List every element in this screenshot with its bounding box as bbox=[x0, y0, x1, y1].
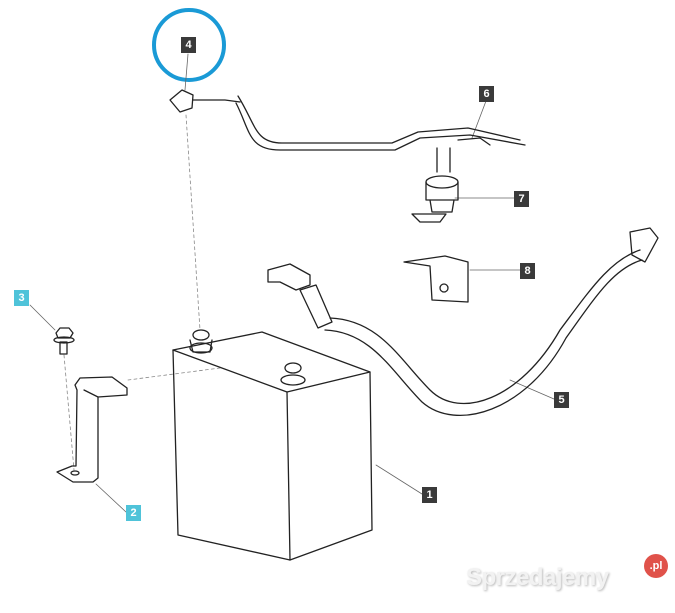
assembly-guides bbox=[63, 114, 221, 471]
callout-7: 7 bbox=[514, 191, 529, 207]
leader-lines bbox=[29, 53, 555, 513]
relay-bracket bbox=[403, 255, 469, 303]
callout-3: 3 bbox=[14, 290, 29, 306]
battery bbox=[172, 329, 373, 561]
callout-8: 8 bbox=[520, 263, 535, 279]
highlight-circle bbox=[152, 8, 226, 82]
watermark-text: Sprzedajemy bbox=[466, 564, 609, 591]
watermark-badge: .pl bbox=[644, 554, 668, 578]
callout-6: 6 bbox=[479, 86, 494, 102]
battery-bracket bbox=[56, 376, 128, 483]
bolt bbox=[53, 327, 75, 355]
callout-1: 1 bbox=[422, 487, 437, 503]
negative-cable bbox=[267, 227, 659, 416]
callout-5: 5 bbox=[554, 392, 569, 408]
callout-2: 2 bbox=[126, 505, 141, 521]
positive-cable bbox=[169, 89, 526, 151]
callout-4: 4 bbox=[181, 37, 196, 53]
relay-switch bbox=[411, 147, 459, 223]
